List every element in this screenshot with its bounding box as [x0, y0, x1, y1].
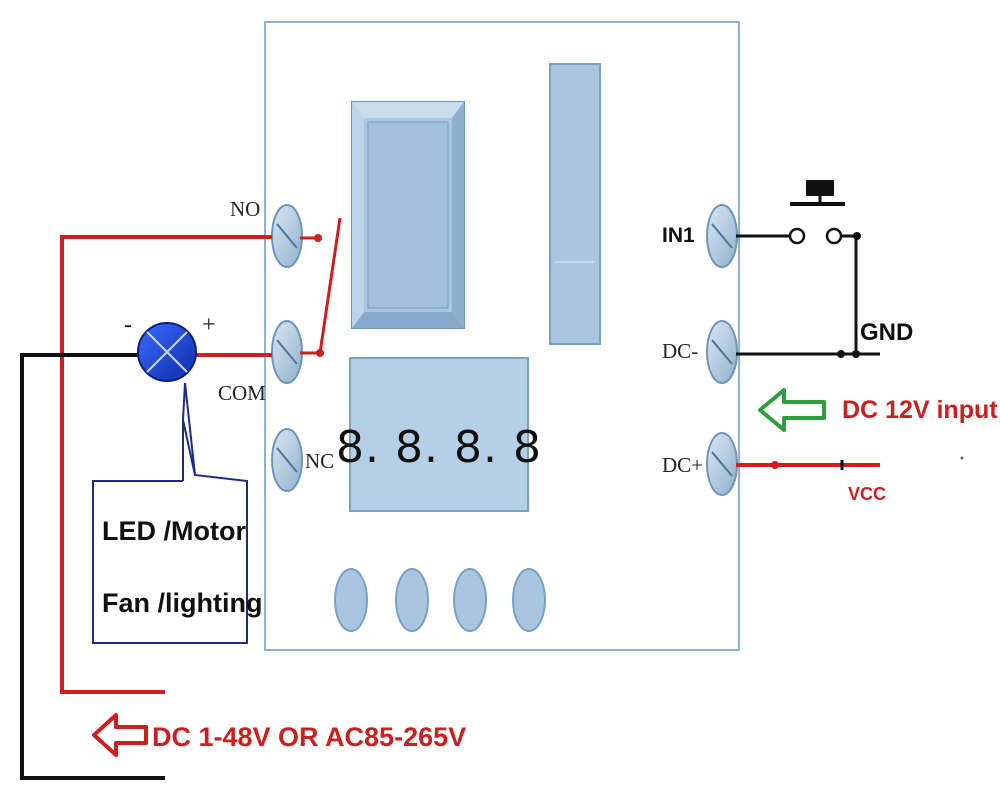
board-button-2[interactable]: [395, 568, 429, 632]
label-gnd: GND: [860, 319, 913, 346]
relay-contact: [300, 217, 342, 357]
hollow-left-arrow-icon: [758, 388, 826, 432]
hollow-left-arrow-icon: [92, 713, 148, 757]
label-vcc: VCC: [848, 484, 886, 504]
terminal-dc-plus: [706, 432, 738, 496]
board-buttons: [334, 568, 546, 632]
terminal-in1: [706, 204, 738, 268]
led-display: 8. 8. 8. 8: [336, 357, 542, 512]
board-button-3[interactable]: [453, 568, 487, 632]
label-nc: NC: [305, 449, 334, 473]
terminal-com: [271, 320, 303, 384]
load-label-line2: Fan /lighting: [102, 588, 262, 618]
label-dc-minus: DC-: [662, 339, 698, 363]
label-dc-plus: DC+: [662, 453, 703, 477]
label-dc-input: DC 12V input: [842, 396, 998, 424]
signal-wire-black: [736, 234, 880, 356]
push-button-switch-icon: [788, 180, 845, 245]
terminal-dc-minus: [706, 320, 738, 384]
relay-board: [264, 21, 740, 651]
terminal-no: [271, 204, 303, 268]
label-com: COM: [218, 381, 266, 405]
load-label-line1: LED /Motor: [102, 516, 246, 546]
label-load-supply: DC 1-48V OR AC85-265V: [152, 722, 466, 752]
label-no: NO: [230, 197, 260, 221]
load-wire-black: [20, 353, 165, 780]
lamp-cross-icon: [137, 322, 197, 382]
display-digits: 8. 8. 8. 8: [336, 422, 542, 473]
load-callout: [92, 382, 248, 644]
capacitor-strip: [549, 63, 601, 345]
load-wire-red: [60, 235, 272, 694]
board-button-4[interactable]: [512, 568, 546, 632]
lamp-minus-label: -: [124, 312, 132, 338]
relay-component: [351, 101, 465, 329]
lamp-plus-label: +: [202, 312, 216, 338]
terminal-nc: [271, 428, 303, 492]
label-in1: IN1: [662, 224, 695, 247]
board-button-1[interactable]: [334, 568, 368, 632]
